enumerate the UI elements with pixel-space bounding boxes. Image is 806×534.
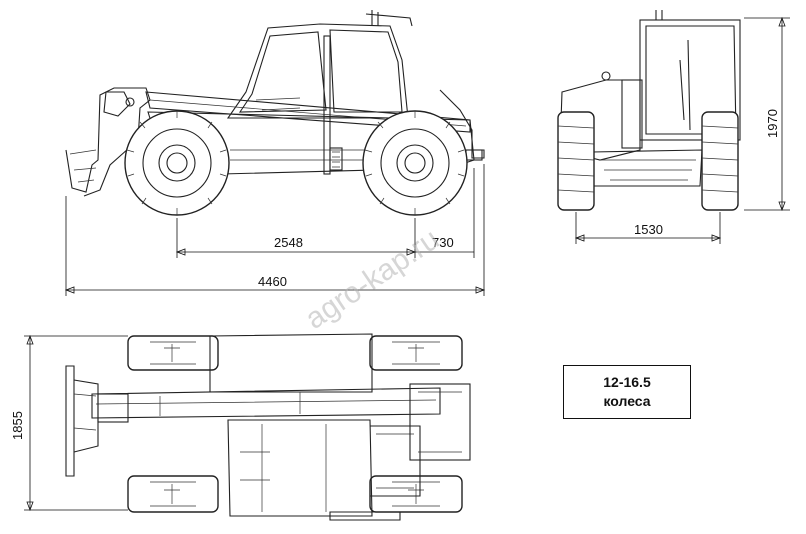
tire-size: 12-16.5	[603, 374, 651, 390]
side-view: 2548 730 4460	[64, 10, 486, 296]
top-front-right-tire	[127, 475, 219, 513]
front-view: 1530 1970	[557, 10, 790, 244]
track-width-dimension: 1530	[634, 222, 663, 237]
top-front-left-tire	[127, 335, 219, 371]
watermark: agro-kap.ru	[299, 223, 445, 336]
front-overhang-dimension: 730	[432, 235, 454, 250]
top-boom	[91, 387, 441, 419]
tire-spec-box: 12-16.5 колеса	[563, 365, 691, 419]
wheelbase-dimension: 2548	[274, 235, 303, 250]
width-dimension: 1855	[10, 411, 25, 440]
side-dimensions: 2548 730 4460	[64, 164, 486, 296]
rear-wheel	[362, 110, 468, 216]
overall-length-dimension: 4460	[258, 274, 287, 289]
height-dimension: 1970	[765, 109, 780, 138]
cab	[226, 10, 413, 175]
front-attachment	[65, 87, 151, 197]
tire-label: колеса	[603, 393, 651, 409]
front-wheel	[124, 110, 230, 216]
front-left-tire	[557, 111, 595, 211]
boom	[145, 91, 471, 133]
front-right-tire	[701, 111, 739, 211]
top-view: 1855	[10, 333, 471, 521]
